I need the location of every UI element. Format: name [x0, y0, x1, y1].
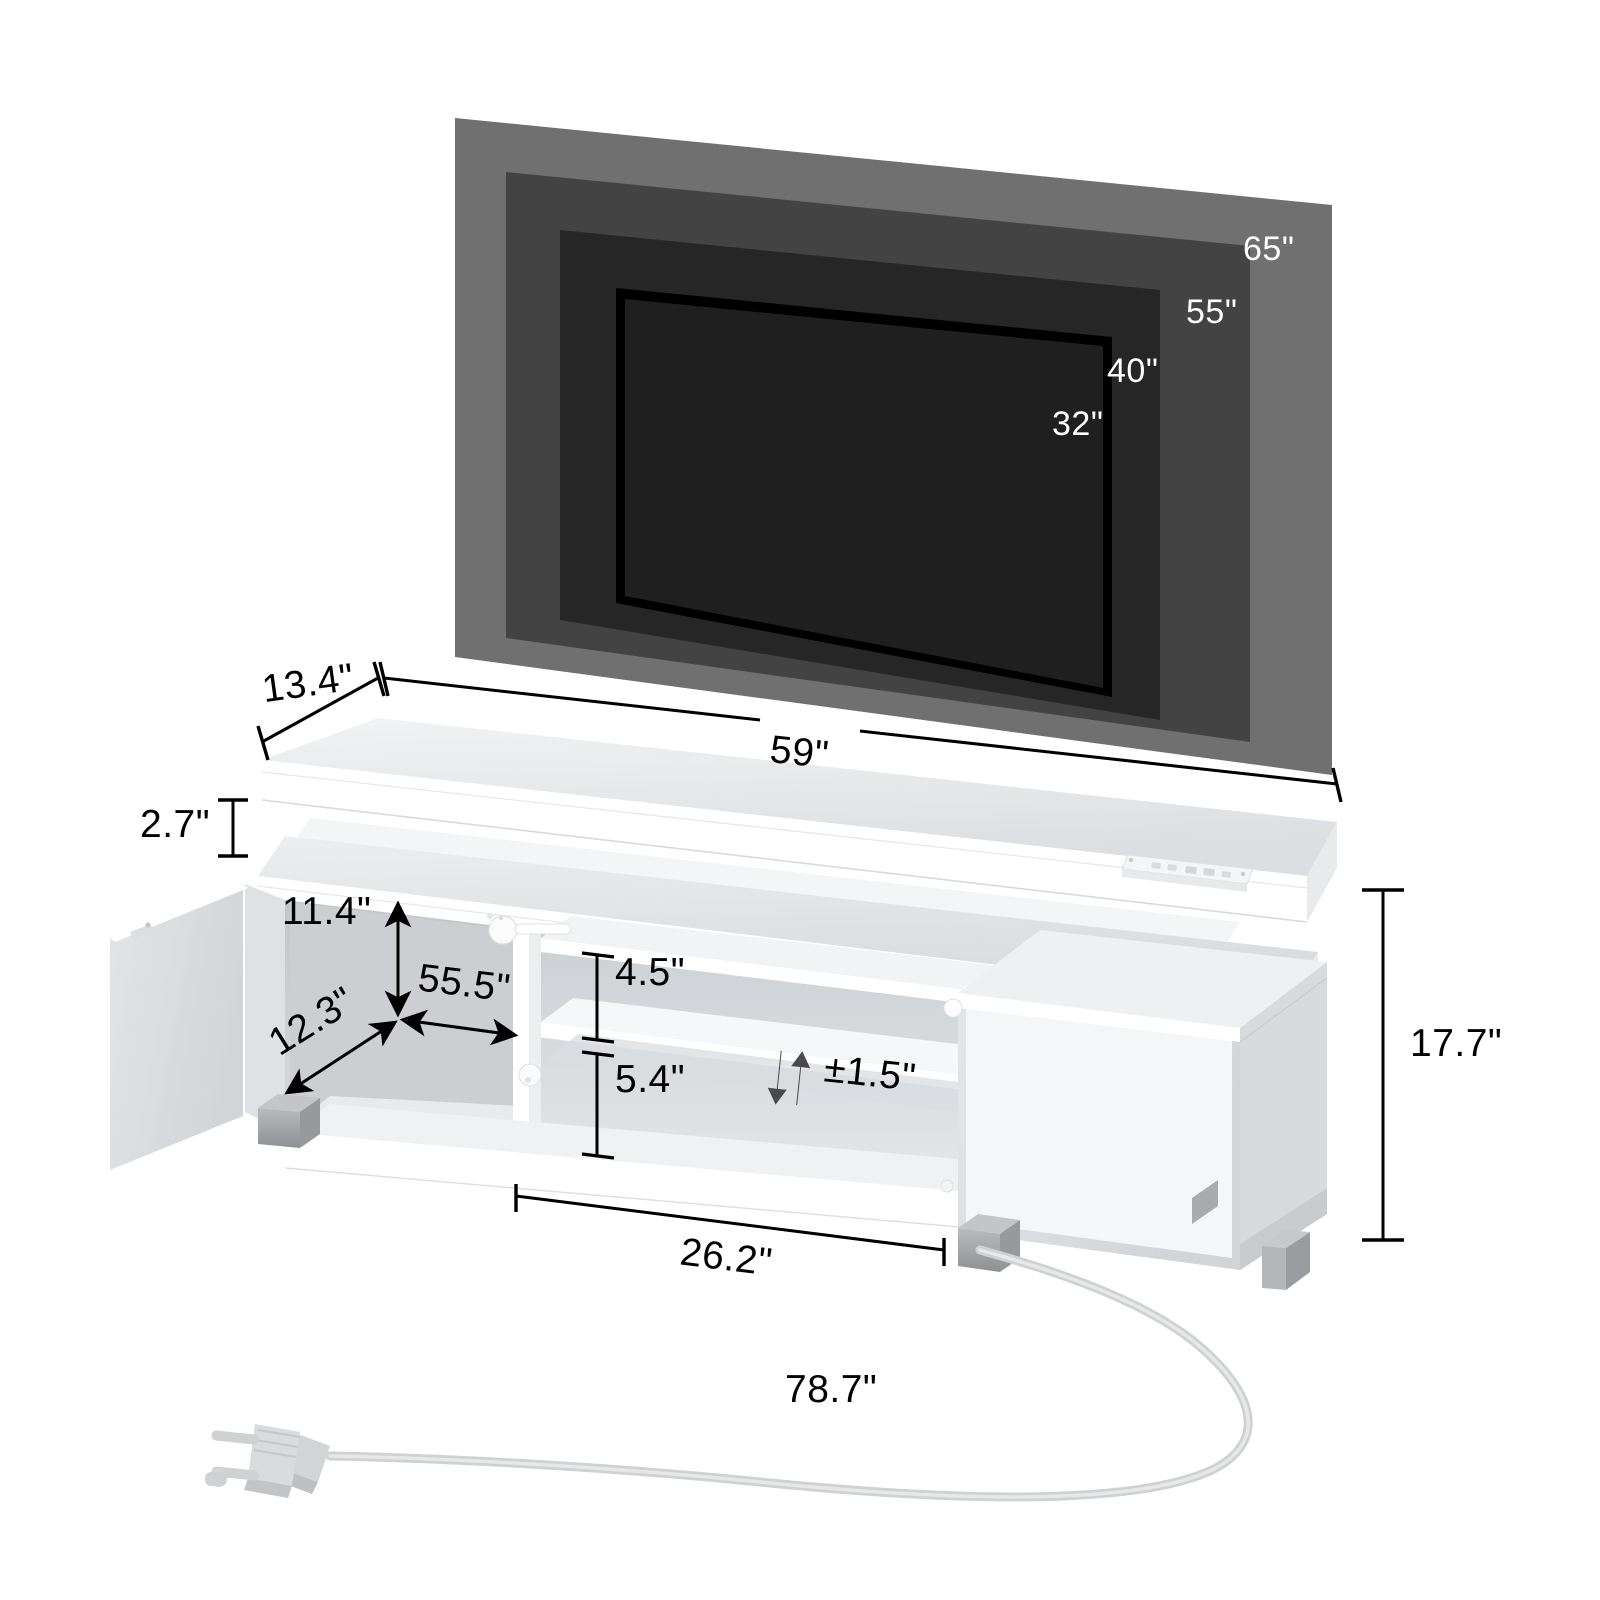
dim-label-overall-height: 17.7"	[1410, 1022, 1503, 1065]
cabinet-divider	[513, 930, 529, 1148]
metal-foot-right	[1262, 1230, 1310, 1290]
cabinet-left-inner-wall	[245, 884, 285, 1132]
dim-width-55-5	[399, 1009, 519, 1046]
power-cord-highlight	[328, 1248, 1250, 1499]
tv-label-40: 40"	[1107, 352, 1159, 390]
dim-gap-2-7	[218, 798, 248, 858]
dim-label-shelf-gap: 2.7"	[140, 803, 211, 846]
right-cabinet-side	[1240, 962, 1327, 1270]
cabinet-divider-side	[529, 924, 541, 1148]
power-cord-group	[205, 1245, 1253, 1502]
dim-label-lower-opening: 5.4"	[615, 1058, 686, 1101]
tv-size-comparison-group	[455, 118, 1332, 775]
dim-label-shelf-adjust: ±1.5"	[822, 1047, 919, 1100]
dim-label-interior-height: 11.4"	[282, 890, 372, 933]
top-shelf-right-edge	[1307, 822, 1337, 922]
right-cabinet-top	[958, 930, 1327, 1028]
dim-label-upper-opening: 4.5"	[615, 951, 686, 994]
dim-width-59	[378, 661, 1343, 803]
power-outlet-strip	[1121, 854, 1254, 892]
top-shelf-top-face	[262, 718, 1337, 876]
dim-depth-13-4	[256, 661, 386, 761]
up-down-arrow-icon	[767, 1050, 811, 1105]
right-cabinet-top-edge	[958, 993, 1240, 1042]
dim-depth-12-3	[284, 1020, 398, 1095]
tv-panel-32-screen	[625, 299, 1103, 688]
tv-label-55: 55"	[1186, 293, 1238, 331]
tv-label-32: 32"	[1052, 405, 1104, 443]
dim-opening-5-4	[581, 1050, 615, 1160]
left-cabinet-door-open-edge	[104, 938, 110, 1170]
tv-label-65: 65"	[1243, 230, 1295, 268]
door-hinge-icon	[130, 922, 153, 939]
dim-label-cord-length: 78.7"	[785, 1368, 878, 1411]
adjustable-shelf-top	[541, 998, 990, 1074]
metal-foot-left	[258, 1094, 320, 1148]
metal-foot-rear-right	[1192, 1180, 1218, 1224]
three-prong-plug	[205, 1424, 330, 1498]
dim-label-width-top: 59"	[767, 728, 831, 777]
dim-height-17-7	[1362, 888, 1404, 1242]
left-cabinet-door-open[interactable]	[110, 884, 243, 1170]
cabinet-hinge-hardware-lower	[518, 1063, 542, 1087]
right-hinge-hardware	[940, 998, 963, 1193]
plug-prong-flat-1	[211, 1430, 260, 1445]
lower-compartment-shade	[545, 1034, 990, 1112]
center-top-rail-front	[541, 938, 970, 1004]
right-cabinet-door-inner-panel	[966, 1004, 1232, 1258]
dim-opening-4-5	[581, 951, 615, 1044]
tv-stand-group	[104, 718, 1337, 1290]
right-cabinet-base	[1240, 1188, 1327, 1270]
dim-door-26-2	[514, 1184, 946, 1266]
dimension-lines-group	[218, 661, 1404, 1266]
center-top-rail	[541, 916, 1000, 990]
cabinet-hinge-hardware	[487, 913, 572, 945]
